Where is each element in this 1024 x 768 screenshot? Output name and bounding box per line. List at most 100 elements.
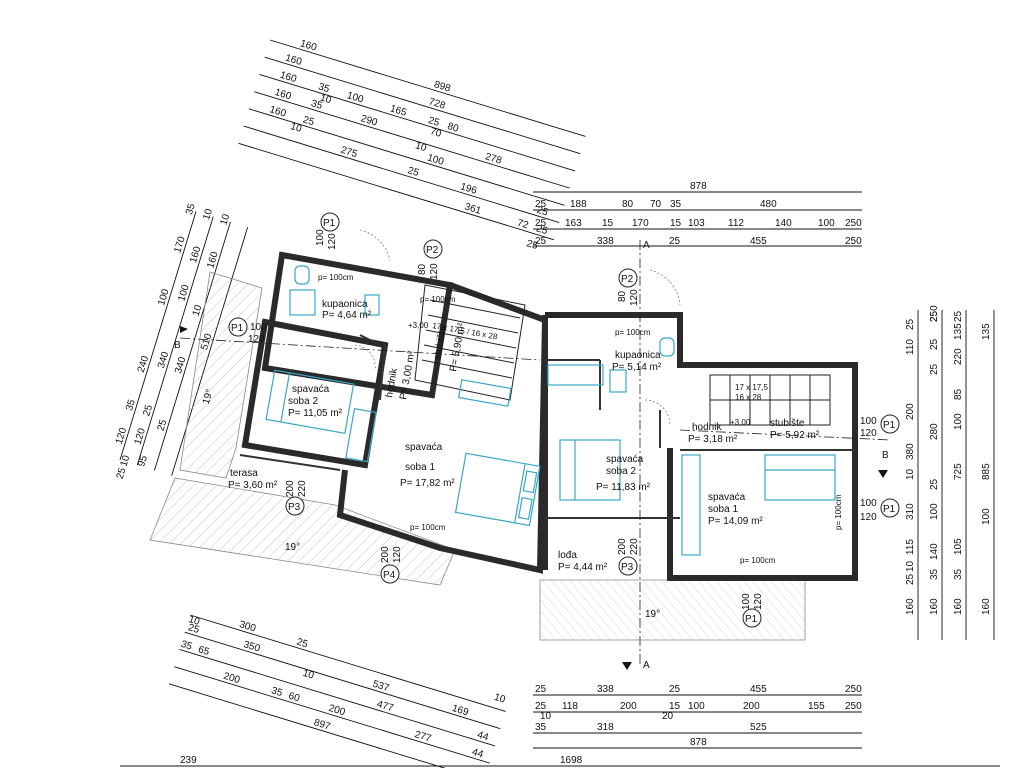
dim-text: 60 (287, 691, 301, 705)
dim-text: 25 (295, 637, 309, 651)
section-arrow-icon (878, 470, 888, 478)
svg-text:P2: P2 (426, 245, 439, 256)
section-label: A (643, 660, 650, 671)
dim-text: 275 (339, 145, 359, 161)
section-label: B (174, 340, 181, 351)
dim-text: 25 (929, 363, 940, 375)
dim-text: 160 (929, 598, 940, 615)
dim-text: 35 (310, 98, 324, 112)
dim-text: 196 (459, 181, 479, 197)
top-right-dimension-chain: 878 25 188 80 70 35 480 25 163 15 170 15… (533, 181, 862, 247)
opening-marker-p1-bottom: P1 100 120 (741, 593, 764, 628)
dim-text: 250 (845, 684, 862, 695)
dim-text: 100 (929, 503, 940, 520)
roof-angle-label: 19° (201, 388, 216, 406)
svg-text:P1: P1 (883, 420, 896, 431)
room-name: spavaća (606, 454, 644, 465)
dim-text: 100 (818, 218, 835, 229)
room-spavaca-soba-2-right: spavaća soba 2 P= 11,83 m² (596, 454, 651, 493)
room-name: soba 2 (288, 396, 318, 407)
bed-icon (265, 369, 355, 434)
svg-text:P1: P1 (323, 218, 336, 229)
dim-text: 725 (953, 463, 964, 480)
dim-text: 290 (359, 113, 379, 129)
svg-text:200: 200 (617, 538, 628, 555)
dim-text: 728 (427, 96, 447, 112)
room-area: P= 3,18 m² (688, 434, 738, 445)
dim-text: 25 (669, 236, 681, 247)
dim-text: 115 (905, 539, 916, 555)
dim-text: 70 (650, 199, 662, 210)
dim-text: 897 (312, 717, 332, 733)
wardrobe-icon (681, 454, 701, 556)
stairs-icon (414, 284, 526, 401)
section-label: B (882, 450, 889, 461)
dim-text: 120 (133, 427, 149, 447)
dim-text: 188 (570, 199, 587, 210)
room-area: P= 11,83 m² (596, 482, 651, 493)
dim-text: 105 (953, 538, 964, 555)
svg-text:100: 100 (860, 498, 877, 509)
dim-text: 160 (279, 70, 299, 86)
door-swing (644, 399, 671, 426)
svg-text:100: 100 (860, 416, 877, 427)
dim-text: 72 (516, 218, 530, 232)
room-stubiste-left: stubište P= 5,90 m² 17 x 17,5 / 16 x 28 (432, 321, 499, 372)
bed-icon (559, 439, 621, 501)
svg-text:100: 100 (250, 322, 267, 333)
dim-text: 277 (413, 729, 433, 745)
room-spavaca-soba-1-right: spavaća soba 1 P= 14,09 m² (708, 492, 763, 527)
room-name: hodnik (692, 422, 722, 433)
dim-text: 25 (535, 701, 547, 712)
svg-text:120: 120 (327, 233, 338, 250)
roof-hatch-bottom (149, 477, 456, 586)
svg-text:80: 80 (417, 263, 428, 275)
wall-outline (379, 344, 386, 401)
dim-text: 200 (905, 403, 916, 420)
dim-text: 35 (124, 398, 138, 412)
dim-text: 477 (376, 699, 396, 715)
svg-text:80: 80 (617, 290, 628, 302)
bottom-left-dimension-chain: 300 25 10 25 350 10 537 169 35 65 200 35… (168, 614, 507, 768)
dim-text: 160 (953, 598, 964, 615)
dim-text: 525 (750, 722, 767, 733)
room-hodnik-right: hodnik P= 3,18 m² (688, 422, 738, 445)
dim-text: 480 (760, 199, 777, 210)
svg-text:220: 220 (629, 538, 640, 555)
room-name: spavaća (292, 384, 330, 395)
dim-text: 300 (238, 619, 258, 635)
dim-text: 25 (156, 418, 170, 432)
svg-text:220: 220 (297, 480, 308, 497)
dim-text: 878 (690, 181, 707, 192)
dim-text: 25 (953, 310, 964, 322)
dim-text: 25 (302, 114, 316, 128)
toilet-icon (294, 265, 310, 285)
section-line-b (179, 337, 541, 361)
dim-text: 25 (141, 403, 155, 417)
roof-angle-label: 19° (645, 609, 660, 620)
parapet-label: p= 100cm (410, 523, 446, 532)
dim-text: 10 (119, 454, 133, 468)
right-dimension-chain: 25 110 200 380 10 310 115 10 25 160 25 2… (905, 305, 995, 640)
dim-text: 10 (191, 303, 205, 317)
dim-text: 80 (622, 199, 634, 210)
svg-text:120: 120 (429, 263, 440, 280)
svg-text:P3: P3 (621, 562, 634, 573)
room-area: P= 4,44 m² (558, 562, 608, 573)
opening-marker-p1-right-2: P1 100 120 (860, 498, 900, 523)
dim-text: 65 (197, 644, 211, 658)
dim-text: 100 (688, 701, 705, 712)
dim-text: 25 (115, 466, 129, 480)
sink-icon (364, 294, 380, 316)
room-area: P= 5,14 m² (612, 362, 662, 373)
dim-text: 455 (750, 236, 767, 247)
dim-text: 455 (750, 684, 767, 695)
opening-marker-p2-left: P2 80 120 (417, 239, 443, 280)
dim-text: 35 (184, 202, 198, 216)
dim-text: 10 (905, 560, 916, 572)
svg-text:120: 120 (392, 546, 403, 563)
dim-text: 318 (597, 722, 614, 733)
dim-text: 10 (414, 140, 428, 154)
dim-text: 250 (845, 218, 862, 229)
room-name: spavaća (708, 492, 746, 503)
